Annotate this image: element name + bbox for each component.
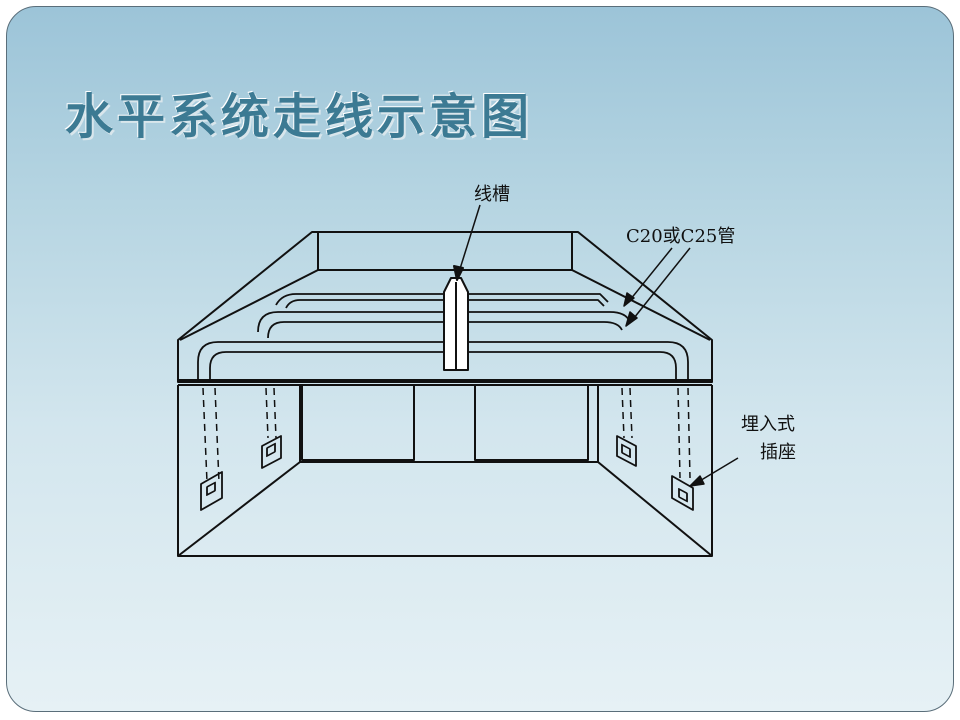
left-door	[301, 385, 415, 461]
leader-trunking	[453, 204, 481, 281]
label-conduit: C20或C25管	[626, 226, 735, 247]
room-outline	[177, 385, 713, 557]
conduit-back-outer	[275, 293, 609, 306]
ceiling-right-edge	[571, 269, 711, 341]
room-floor-edges	[177, 461, 713, 557]
ceiling-outline	[177, 231, 713, 383]
right-door	[474, 385, 589, 461]
outlet-right-near	[616, 435, 637, 467]
leader-outlet	[689, 457, 739, 487]
label-trunking: 线槽	[474, 184, 510, 205]
outlet-left-near	[261, 435, 282, 469]
slide: 水平系统走线示意图	[6, 6, 954, 712]
outlet-left-far	[200, 471, 223, 511]
wiring-drops	[202, 387, 691, 483]
conduit-back-inner	[285, 299, 605, 309]
ceiling-left-edge	[179, 269, 319, 341]
label-outlet-line2: 插座	[760, 442, 796, 463]
trunking	[443, 277, 469, 371]
outlet-right-far	[671, 475, 694, 511]
leader-conduit	[623, 247, 691, 327]
label-outlet-line1: 埋入式	[741, 414, 795, 435]
slide-title: 水平系统走线示意图	[65, 89, 534, 145]
ceiling-back-wall	[317, 232, 573, 271]
